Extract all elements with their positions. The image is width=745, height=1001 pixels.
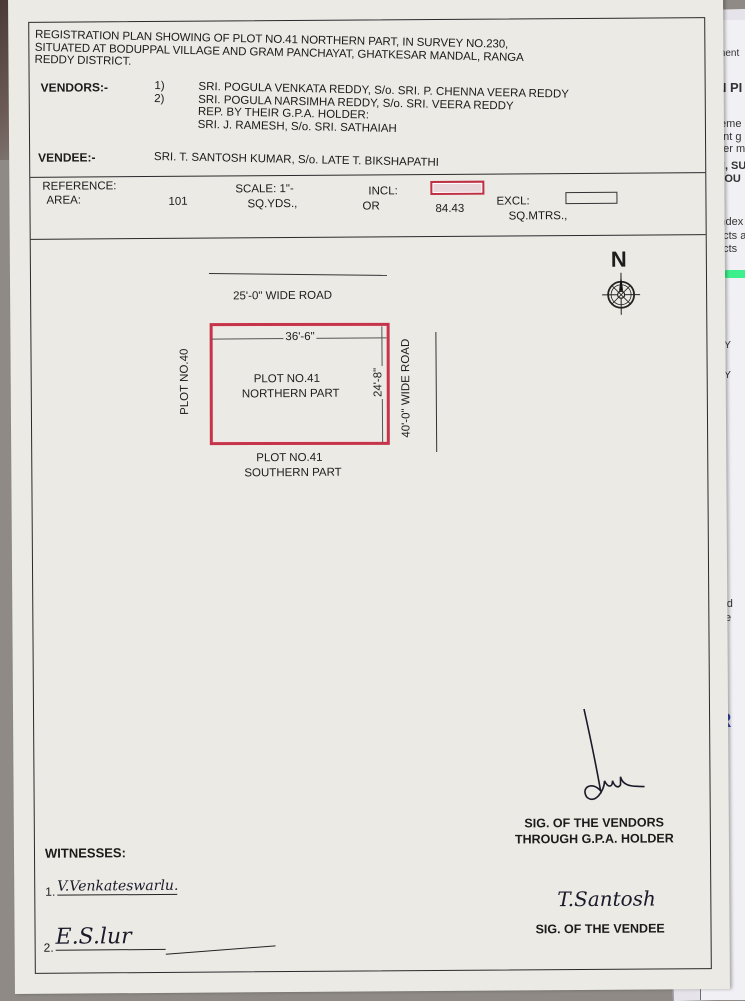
- north-label: N: [611, 247, 627, 273]
- road-boundary-line-east: [435, 332, 437, 452]
- document-title: REGISTRATION PLAN SHOWING OF PLOT NO.41 …: [34, 29, 595, 78]
- vendee-label: VENDEE:-: [38, 150, 95, 164]
- vendors-sig-label-line2: THROUGH G.P.A. HOLDER: [515, 830, 674, 847]
- vendors-signature-label: SIG. OF THE VENDORS THROUGH G.P.A. HOLDE…: [515, 814, 674, 847]
- or-label: OR: [362, 200, 379, 212]
- east-road-label: 40'-0" WIDE ROAD: [400, 339, 413, 438]
- witness2-number: 2.: [44, 941, 54, 955]
- vendor-number: 2): [154, 92, 198, 105]
- vendors-sig-label-line1: SIG. OF THE VENDORS: [515, 814, 674, 831]
- header-section: REGISTRATION PLAN SHOWING OF PLOT NO.41 …: [29, 18, 705, 178]
- vendee-name: SRI. T. SANTOSH KUMAR, S/o. LATE T. BIKS…: [154, 151, 439, 169]
- registration-plan-page: REGISTRATION PLAN SHOWING OF PLOT NO.41 …: [8, 0, 730, 994]
- vendee-signature-label: SIG. OF THE VENDEE: [535, 920, 664, 937]
- sqyds-label: SQ.YDS.,: [247, 198, 297, 210]
- vendor-number: 1): [154, 80, 198, 93]
- area-sqyds-value: 101: [168, 196, 187, 208]
- witness1-signature: V.Venkateswarlu.: [57, 878, 177, 896]
- scale-label: SCALE: 1"-: [235, 183, 294, 195]
- excl-label: EXCL:: [496, 195, 529, 207]
- vendor-signature: [574, 707, 655, 808]
- incl-legend-swatch: [430, 181, 484, 195]
- west-neighbor-label: PLOT NO.40: [179, 349, 191, 415]
- incl-label: INCL:: [368, 185, 397, 197]
- witnesses-label: WITNESSES:: [45, 845, 126, 861]
- south-neighbor-line1: PLOT NO.41: [256, 452, 322, 464]
- vendors-label: VENDORS:-: [41, 80, 108, 94]
- plot-label-line2: NORTHERN PART: [242, 388, 340, 401]
- vendee-signature: T.Santosh: [557, 886, 656, 911]
- vendors-list: 1) SRI. POGULA VENKATA REDDY, S/o. SRI. …: [154, 80, 569, 139]
- plot-depth-dimension: 24'-8": [372, 366, 384, 399]
- sqmtrs-label: SQ.MTRS.,: [509, 210, 568, 222]
- plot-width-dimension: 36'-6": [283, 331, 316, 343]
- north-road-label: 25'-0" WIDE ROAD: [233, 290, 332, 303]
- document-frame: REGISTRATION PLAN SHOWING OF PLOT NO.41 …: [28, 17, 712, 974]
- witness2-signature-tail: [166, 945, 276, 954]
- excl-legend-swatch: [565, 192, 617, 204]
- witness2-signature: E.S.lur: [55, 924, 165, 951]
- reference-section: REFERENCE: AREA: 101 SCALE: 1"- SQ.YDS.,…: [30, 172, 705, 240]
- area-label: AREA:: [46, 194, 81, 206]
- signature-section: SIG. OF THE VENDORS THROUGH G.P.A. HOLDE…: [34, 714, 711, 973]
- highlighter-mark: [723, 270, 745, 278]
- compass-rose-icon: [601, 271, 641, 317]
- area-sqmtrs-value: 84.43: [435, 203, 464, 215]
- road-boundary-line-north: [209, 273, 387, 276]
- site-plan-drawing: 25'-0" WIDE ROAD 36'-6" 24'-8" PLOT NO.4…: [31, 234, 709, 719]
- witness1-number: 1.: [45, 885, 55, 899]
- reference-label: REFERENCE:: [42, 180, 116, 193]
- south-neighbor-line2: SOUTHERN PART: [244, 467, 341, 480]
- plot-label-line1: PLOT NO.41: [254, 373, 320, 385]
- north-compass: N: [601, 247, 641, 317]
